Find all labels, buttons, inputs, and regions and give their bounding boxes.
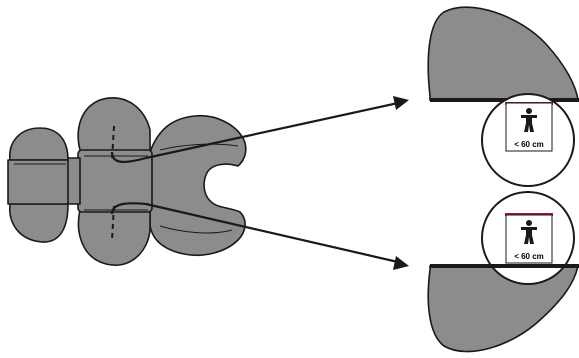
- backrest-panel: [150, 116, 246, 255]
- upper-height-label: < 60 cm: [514, 140, 544, 149]
- seat-insert: [8, 98, 246, 265]
- lower-flap-shape: [428, 266, 578, 352]
- arrowhead-upper: [393, 96, 409, 110]
- arrowhead-lower: [393, 256, 409, 270]
- lower-height-label: < 60 cm: [514, 252, 544, 261]
- side-wing-upper: [78, 98, 150, 152]
- flap-lower: [10, 204, 68, 242]
- upper-flap-shape: [428, 7, 578, 100]
- callout-upper: < 60 cm: [428, 7, 579, 186]
- lower-bar: [430, 264, 579, 268]
- flap-middle: [8, 160, 68, 204]
- callout-lower: < 60 cm: [428, 192, 579, 352]
- flap-upper: [10, 128, 68, 160]
